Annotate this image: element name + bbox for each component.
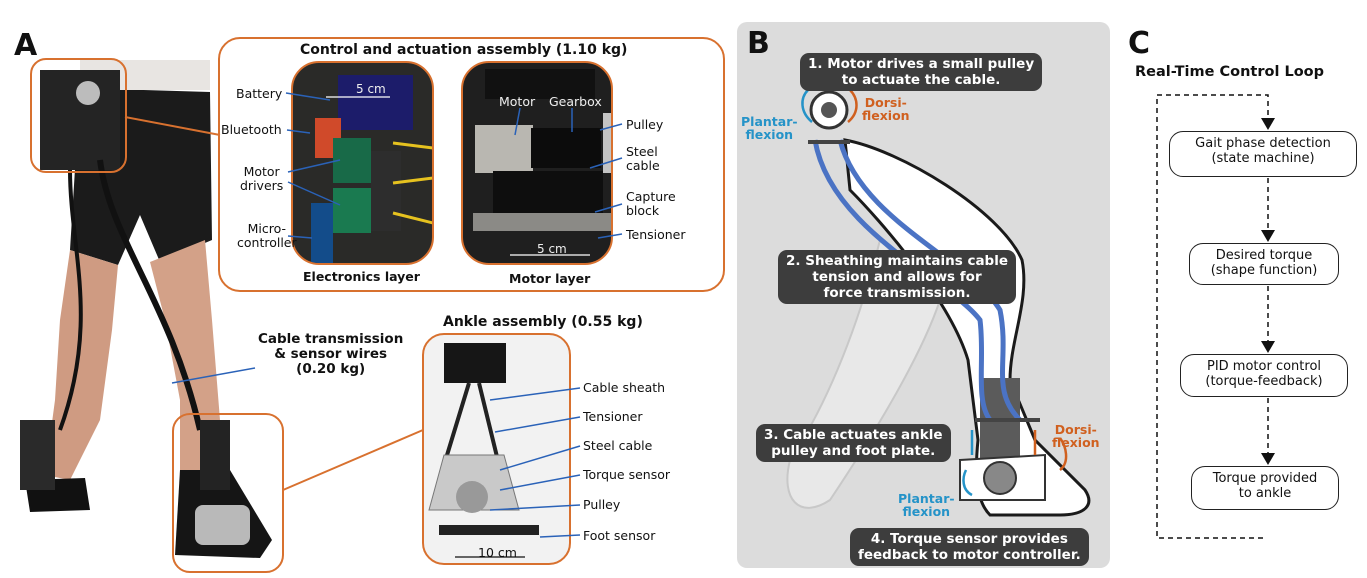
plantarflexion-bottom-line2: flexion (902, 504, 951, 519)
battery-label: Battery (236, 86, 283, 101)
dorsiflexion-bottom-line2: flexion (1052, 435, 1100, 450)
cable-transmission-label: Cable transmission & sensor wires (0.20 … (258, 332, 403, 377)
pid-control-line2: (torque-feedback) (1205, 374, 1323, 389)
dorsiflexion-top-label: Dorsi- flexion (862, 96, 910, 122)
electronics-layer-label: Electronics layer (303, 269, 420, 284)
belt-unit-highlight (30, 58, 127, 173)
dorsiflexion-bottom-label: Dorsi- flexion (1052, 423, 1100, 449)
step-3-callout: 3. Cable actuates ankle pulley and foot … (756, 424, 951, 462)
desired-torque-line1: Desired torque (1215, 248, 1313, 263)
gait-phase-line1: Gait phase detection (1195, 136, 1331, 151)
gait-phase-node: Gait phase detection (state machine) (1169, 131, 1357, 177)
plantarflexion-top-line2: flexion (745, 127, 794, 142)
step-2-line3: force transmission. (823, 285, 971, 301)
steel-cable-line2: cable (626, 158, 660, 173)
ankle-assembly-drawing (428, 343, 539, 535)
step-2-line1: 2. Sheathing maintains cable (786, 253, 1008, 269)
tensioner-label: Tensioner (583, 409, 643, 424)
steel-cable-label: Steel cable (626, 145, 660, 173)
control-assembly-box (218, 37, 725, 292)
step-4-line1: 4. Torque sensor provides (870, 531, 1068, 547)
step-3-line2: pulley and foot plate. (771, 443, 936, 459)
electronics-scale-label: 5 cm (356, 82, 386, 96)
ankle-assembly-title: Ankle assembly (0.55 kg) (443, 314, 643, 330)
panel-letter-a: A (14, 28, 38, 63)
motor-layer-image (461, 61, 613, 265)
cable-transmission-line1: Cable transmission (258, 331, 404, 347)
plantarflexion-top-line1: Plantar- (741, 114, 798, 129)
tensioner-top-label: Tensioner (626, 227, 686, 242)
torque-provided-line1: Torque provided (1212, 471, 1318, 486)
cable-sheath-label: Cable sheath (583, 380, 666, 395)
cable-transmission-line2: & sensor wires (274, 346, 388, 362)
motor-scale-label: 5 cm (537, 242, 567, 256)
dorsiflexion-top-line1: Dorsi- (864, 95, 907, 110)
plantarflexion-top-label: Plantar- flexion (741, 115, 798, 141)
panel-letter-b: B (747, 26, 770, 61)
control-loop-title: Real-Time Control Loop (1135, 64, 1325, 80)
microcontroller-line2: controller (237, 235, 297, 250)
plantarflexion-bottom-line1: Plantar- (898, 491, 955, 506)
pid-control-node: PID motor control (torque-feedback) (1180, 354, 1348, 397)
torque-provided-line2: to ankle (1238, 486, 1292, 501)
torque-provided-node: Torque provided to ankle (1191, 466, 1339, 510)
ankle-scale-label: 10 cm (478, 545, 517, 560)
motor-label: Motor (499, 94, 536, 109)
motor-drivers-line2: drivers (240, 178, 284, 193)
step-2-line2: tension and allows for (812, 269, 982, 285)
step-1-line1: 1. Motor drives a small pulley (808, 56, 1035, 72)
pulley-label: Pulley (626, 117, 664, 132)
motor-layer-label: Motor layer (509, 271, 591, 286)
pid-control-line1: PID motor control (1206, 359, 1322, 374)
panel-letter-c: C (1128, 26, 1151, 61)
step-1-line2: to actuate the cable. (841, 72, 1001, 88)
ankle-unit-highlight (172, 413, 284, 573)
dorsiflexion-bottom-line1: Dorsi- (1054, 422, 1097, 437)
step-3-line1: 3. Cable actuates ankle (764, 427, 943, 443)
dorsiflexion-top-line2: flexion (862, 108, 910, 123)
control-assembly-title: Control and actuation assembly (1.10 kg) (300, 42, 628, 58)
step-4-callout: 4. Torque sensor provides feedback to mo… (850, 528, 1089, 566)
capture-block-label: Capture block (626, 190, 676, 218)
motor-drivers-label: Motor drivers (240, 165, 283, 193)
ankle-assembly-box (422, 333, 571, 565)
steel-cable-line1: Steel (626, 144, 658, 159)
foot-sensor-label: Foot sensor (583, 528, 656, 543)
step-4-line2: feedback to motor controller. (858, 547, 1081, 563)
plantarflexion-bottom-label: Plantar- flexion (898, 492, 955, 518)
microcontroller-label: Micro- controller (237, 222, 297, 250)
step-1-callout: 1. Motor drives a small pulley to actuat… (800, 53, 1043, 91)
electronics-layer-image (291, 61, 434, 265)
desired-torque-node: Desired torque (shape function) (1189, 243, 1339, 285)
pulley-ankle-label: Pulley (583, 497, 621, 512)
gait-phase-line2: (state machine) (1211, 151, 1315, 166)
steel-cable-ankle-label: Steel cable (583, 438, 653, 453)
capture-block-line2: block (626, 203, 660, 218)
gearbox-label: Gearbox (549, 94, 602, 109)
microcontroller-line1: Micro- (247, 221, 287, 236)
motor-drivers-line1: Motor (243, 164, 280, 179)
step-2-callout: 2. Sheathing maintains cable tension and… (778, 250, 1016, 304)
torque-sensor-label: Torque sensor (583, 467, 671, 482)
capture-block-line1: Capture (626, 189, 676, 204)
desired-torque-line2: (shape function) (1210, 263, 1318, 278)
cable-transmission-line3: (0.20 kg) (296, 361, 366, 377)
bluetooth-label: Bluetooth (221, 122, 282, 137)
